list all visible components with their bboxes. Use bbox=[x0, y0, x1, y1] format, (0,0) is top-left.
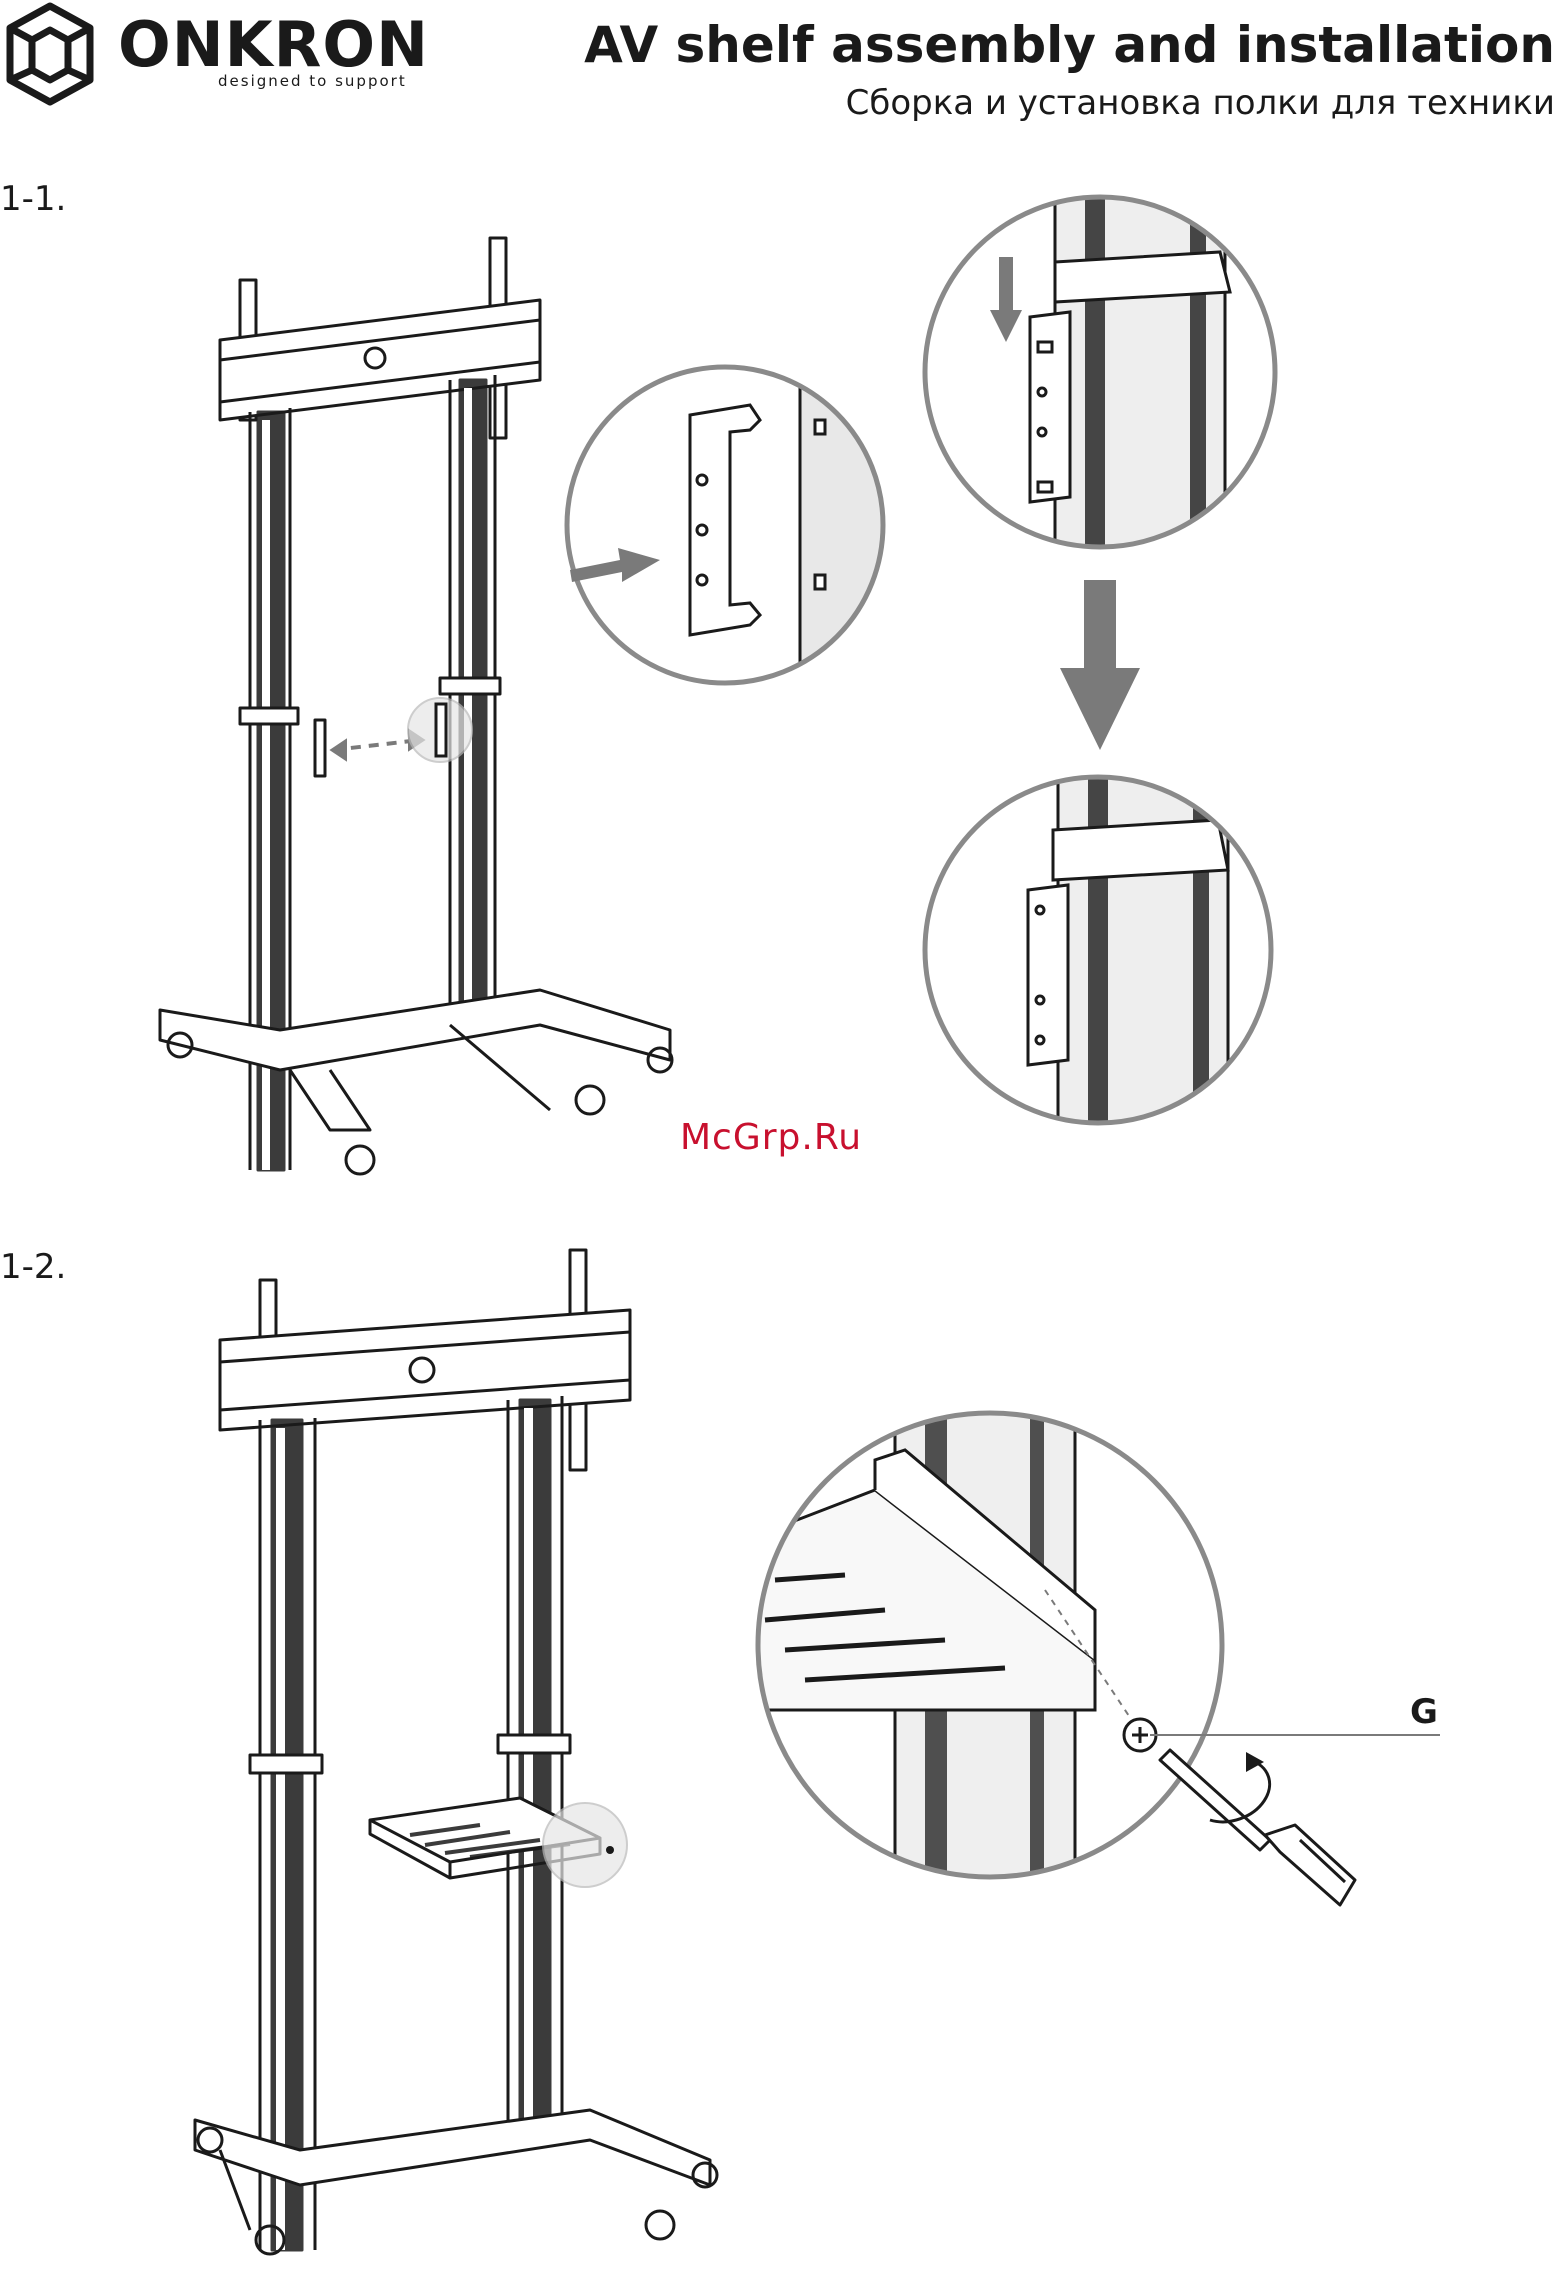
brand-tagline: designed to support bbox=[218, 72, 407, 90]
page-subtitle: Сборка и установка полки для техники bbox=[846, 86, 1555, 120]
watermark: McGrp.Ru bbox=[680, 1120, 862, 1156]
detail-bracket-hook bbox=[920, 192, 1280, 562]
brand-name: ONKRON bbox=[118, 14, 429, 76]
page-title: AV shelf assembly and installation bbox=[584, 20, 1555, 70]
step-label-1-1: 1-1. bbox=[0, 182, 66, 216]
detail-bracket-insert bbox=[560, 360, 890, 690]
callout-screw-label: G bbox=[1410, 1695, 1438, 1729]
callout-line bbox=[1150, 1733, 1440, 1737]
rotate-icon bbox=[1190, 1750, 1300, 1860]
onkron-logo-icon bbox=[0, 0, 100, 108]
tv-stand-illustration-2 bbox=[190, 1250, 730, 2260]
step-label-1-2: 1-2. bbox=[0, 1250, 66, 1284]
detail-bracket-hooked bbox=[918, 770, 1278, 1130]
arrow-icon bbox=[1060, 580, 1140, 755]
